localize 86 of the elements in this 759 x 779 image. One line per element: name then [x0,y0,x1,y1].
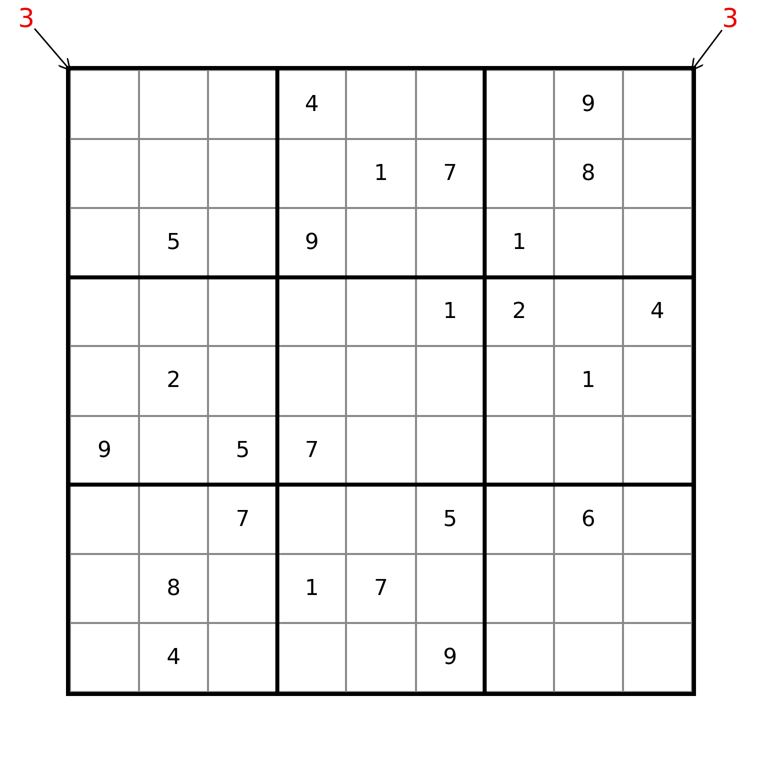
grid-cell: 6 [554,484,623,554]
grid-cell: 8 [139,554,208,623]
grid-cell [416,416,485,485]
grid-cell: 1 [554,346,623,416]
sudoku-grid [66,66,696,696]
grid-cell [346,208,416,278]
arrow [691,30,723,71]
grid-cell: 9 [277,208,346,278]
grid-cell: 2 [484,277,554,346]
grid-cell: 8 [554,139,623,208]
grid-cell [139,416,208,485]
grid-cell: 4 [139,622,208,692]
grid-cell [208,622,278,692]
grid-cell [208,208,278,278]
grid-cell [622,416,692,485]
grid-cell [139,70,208,140]
grid-cell: 7 [346,554,416,623]
grid-cell: 5 [139,208,208,278]
grid-cell [70,484,140,554]
grid-cell: 7 [416,139,485,208]
grid-cell: 9 [554,70,623,140]
grid-cell: 1 [346,139,416,208]
grid-cell: 2 [139,346,208,416]
grid-cell [208,554,278,623]
grid-cell [139,277,208,346]
grid-cell [622,208,692,278]
grid-cell [346,622,416,692]
grid-cell: 1 [416,277,485,346]
grid-cell [484,554,554,623]
grid-cell [346,484,416,554]
grid-cell [277,622,346,692]
grid-cell [346,346,416,416]
grid-cell [277,139,346,208]
grid-cell: 9 [416,622,485,692]
grid-cell [208,346,278,416]
grid-cell [70,208,140,278]
grid-cell [277,484,346,554]
grid-cell [139,484,208,554]
grid-cell [346,277,416,346]
grid-cell: 7 [208,484,278,554]
grid-cell [70,554,140,623]
grid-cell [70,277,140,346]
grid-cell [484,346,554,416]
grid-cell [484,622,554,692]
grid-cell [484,416,554,485]
grid-cell [416,554,485,623]
grid-cell [277,277,346,346]
grid-cell: 9 [70,416,140,485]
grid-cell [554,208,623,278]
grid-cell [554,622,623,692]
grid-cell [622,70,692,140]
grid-cell [622,346,692,416]
grid-cell [484,139,554,208]
grid-cell [208,70,278,140]
grid-cell: 4 [622,277,692,346]
grid-cell: 5 [208,416,278,485]
grid-cell [346,70,416,140]
grid-cell [208,277,278,346]
grid-cell: 5 [416,484,485,554]
grid-cell [622,622,692,692]
grid-cell: 4 [277,70,346,140]
grid-cell [622,484,692,554]
clue-number: 3 [18,6,35,32]
grid-cell: 1 [484,208,554,278]
grid-cell [277,346,346,416]
grid-cell [416,70,485,140]
grid-cell [622,139,692,208]
grid-cell [416,346,485,416]
grid-cell [208,139,278,208]
grid-cell: 7 [277,416,346,485]
grid-cell [70,139,140,208]
clue-number: 3 [722,6,739,32]
grid-cell [622,554,692,623]
arrow [34,28,71,71]
grid-cell [554,554,623,623]
grid-cell [554,416,623,485]
grid-cell [70,622,140,692]
grid-cell [484,70,554,140]
grid-cell [139,139,208,208]
grid-cell [554,277,623,346]
grid-cell [484,484,554,554]
grid-cell [416,208,485,278]
grid-cell: 1 [277,554,346,623]
grid-cell [70,70,140,140]
grid-cell [70,346,140,416]
grid-cell [346,416,416,485]
